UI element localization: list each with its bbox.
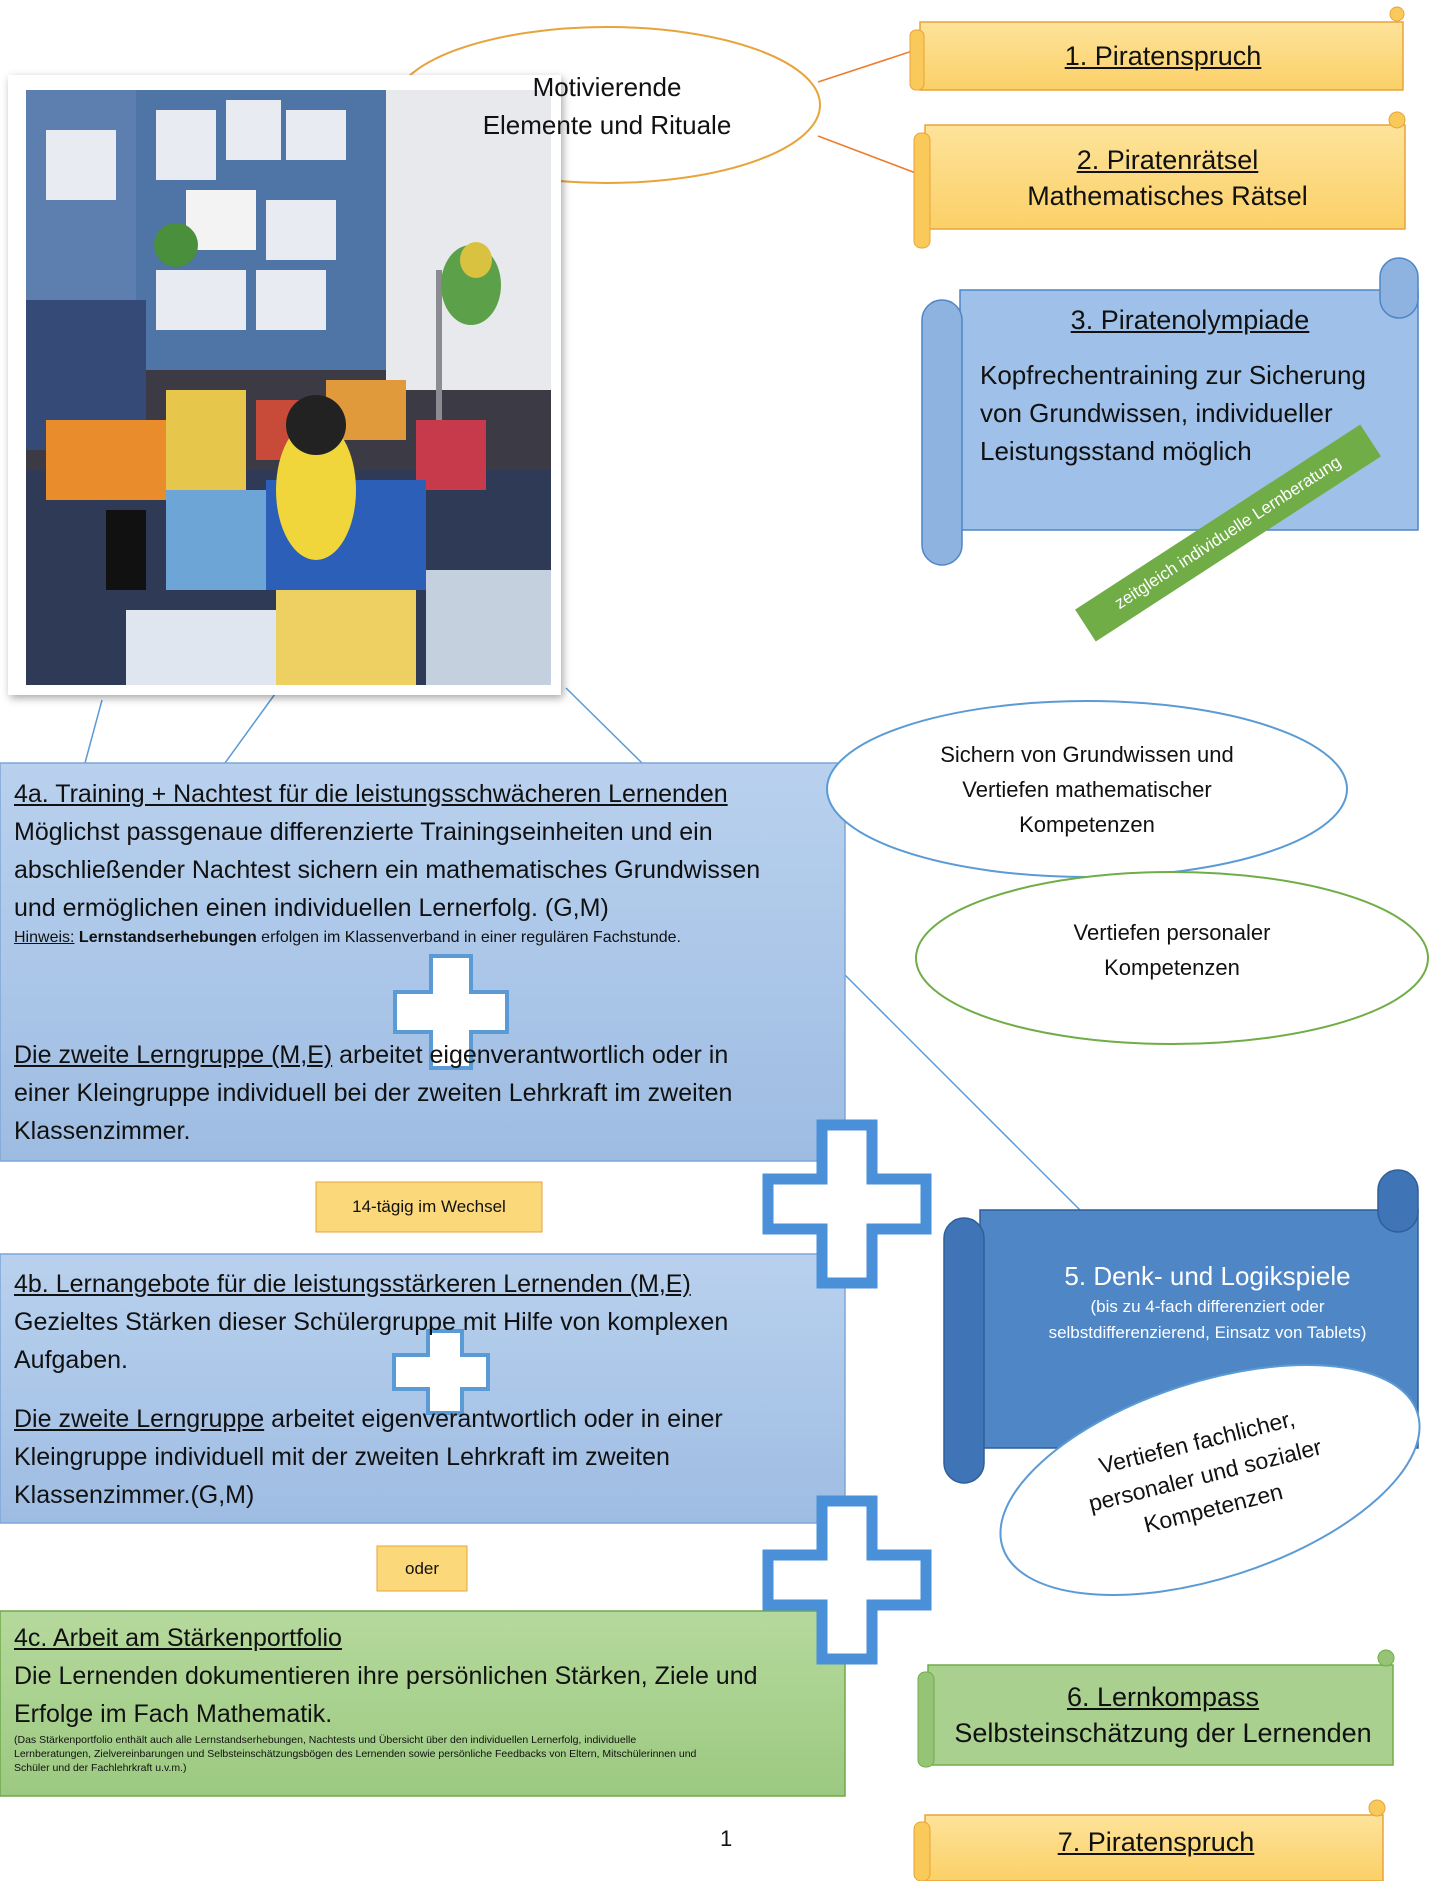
tag-wechsel-text: 14-tägig im Wechsel <box>352 1197 506 1216</box>
scroll-3-line-3: Leistungsstand möglich <box>980 436 1252 466</box>
ellipse-personal-shape <box>915 871 1429 1045</box>
ellipse-personal-line-1: Vertiefen personaler <box>1073 920 1271 945</box>
plus-shape-big-2 <box>762 1495 932 1665</box>
box-4c-line-2: Erfolge im Fach Mathematik. <box>14 1700 333 1728</box>
plus-shape-small-2 <box>392 1329 490 1415</box>
scroll-2-shape <box>913 111 1406 249</box>
scroll-5-sub-1: (bis zu 4-fach differenziert oder <box>1090 1297 1325 1316</box>
box-4a-hint: Hinweis: Lernstandserhebungen erfolgen i… <box>14 927 844 949</box>
scroll-6: 6. Lernkompass Selbsteinschätzung der Le… <box>934 1672 1392 1758</box>
box-4b-line-1: Gezieltes Stärken dieser Schülergruppe m… <box>14 1308 729 1336</box>
hint-rest: erfolgen im Klassenverband in einer regu… <box>256 929 681 946</box>
scroll-3-title: 3. Piratenolympiade <box>1070 305 1310 335</box>
scroll-1-shape <box>909 6 1405 91</box>
ellipse-personal: Vertiefen personaler Kompetenzen <box>960 910 1384 990</box>
ellipse-grundwissen-line-3: Kompetenzen <box>1019 811 1155 837</box>
box-4c-note-2: Lernberatungen, Zielvereinbarungen und S… <box>14 1748 697 1760</box>
scroll-1: 1. Piratenspruch <box>924 30 1402 82</box>
box-4a-group-line-2: einer Kleingruppe individuell bei der zw… <box>14 1079 733 1107</box>
box-4b-group-rest: arbeitet eigenverantwortlich oder in ein… <box>264 1405 723 1433</box>
scroll-7-title: 7. Piratenspruch <box>1057 1827 1255 1857</box>
tag-wechsel-shape <box>315 1181 543 1233</box>
box-4c-title: 4c. Arbeit am Stärkenportfolio <box>14 1624 342 1652</box>
box-4a-title: 4a. Training + Nachtest für die leistung… <box>14 780 728 808</box>
box-4a-group: Die zweite Lerngruppe (M,E) arbeitet eig… <box>14 1036 844 1150</box>
scroll-6-shape <box>917 1649 1395 1768</box>
scroll-1-title: 1. Piratenspruch <box>1064 41 1262 71</box>
box-4a-group-label: Die zweite Lerngruppe (M,E) <box>14 1041 333 1069</box>
ellipse-grundwissen-line-2: Vertiefen mathematischer <box>962 776 1212 802</box>
ellipse-personal-line-2: Kompetenzen <box>1104 955 1240 980</box>
classroom-photo <box>26 90 551 685</box>
tag-oder-shape <box>376 1545 468 1592</box>
box-4c: 4c. Arbeit am Stärkenportfolio Die Lerne… <box>14 1619 842 1775</box>
scroll-5-title: 5. Denk- und Logikspiele <box>1064 1261 1351 1291</box>
box-4c-note-3: Schüler und der Fachlehrkraft u.v.m.) <box>14 1762 187 1774</box>
box-4b-group-label: Die zweite Lerngruppe <box>14 1405 265 1433</box>
scroll-3-line-2: von Grundwissen, individueller <box>980 398 1333 428</box>
ellipse-grundwissen: Sichern von Grundwissen und Vertiefen ma… <box>880 731 1294 847</box>
tag-oder: oder <box>377 1546 467 1591</box>
hint-bold: Lernstandserhebungen <box>78 929 257 946</box>
box-4c-note-1: (Das Stärkenportfolio enthält auch alle … <box>14 1734 637 1746</box>
ellipse-grundwissen-line-1: Sichern von Grundwissen und <box>940 741 1234 767</box>
scroll-7: 7. Piratenspruch <box>930 1820 1382 1864</box>
page-number: 1 <box>720 1826 733 1851</box>
box-4c-shape <box>0 1610 846 1797</box>
box-4b-title: 4b. Lernangebote für die leistungsstärke… <box>14 1270 691 1298</box>
scroll-7-shape <box>913 1799 1386 1881</box>
scroll-6-title: 6. Lernkompass <box>1066 1682 1260 1712</box>
hint-label: Hinweis: <box>14 929 75 946</box>
tag-wechsel: 14-tägig im Wechsel <box>316 1182 542 1232</box>
scroll-2-subtitle: Mathematisches Rätsel <box>1027 181 1308 211</box>
box-4a-line-2: abschließender Nachtest sichern ein math… <box>14 856 761 884</box>
scroll-6-subtitle: Selbsteinschätzung der Lernenden <box>954 1718 1372 1748</box>
scroll-3: 3. Piratenolympiade Kopfrechentraining z… <box>980 302 1400 470</box>
scroll-5: 5. Denk- und Logikspiele (bis zu 4-fach … <box>1000 1258 1415 1346</box>
box-4b-group-line-2: Kleingruppe individuell mit der zweiten … <box>14 1443 670 1471</box>
motivation-line-1: Motivierende <box>532 71 682 102</box>
box-4a-shape <box>0 762 846 1162</box>
scroll-3-line-1: Kopfrechentraining zur Sicherung <box>980 360 1366 390</box>
box-4a-group-rest: arbeitet eigenverantwortlich oder in <box>332 1041 729 1069</box>
box-4b-group-line-3: Klassenzimmer.(G,M) <box>14 1481 255 1509</box>
plus-shape-big-1 <box>762 1119 932 1289</box>
ellipse-fachlich-shape <box>999 1363 1421 1597</box>
motivation-line-2: Elemente und Rituale <box>482 109 732 140</box>
box-4b-group: Die zweite Lerngruppe arbeitet eigenvera… <box>14 1400 844 1514</box>
box-4a-group-line-3: Klassenzimmer. <box>14 1117 191 1145</box>
box-4a: 4a. Training + Nachtest für die leistung… <box>14 775 844 949</box>
tag-oder-text: oder <box>404 1558 440 1578</box>
scroll-5-sub-2: selbstdifferenzierend, Einsatz von Table… <box>1048 1323 1367 1342</box>
motivation-bubble: Motivierende Elemente und Rituale <box>394 48 820 163</box>
scroll-2-title: 2. Piratenrätsel <box>1076 145 1259 175</box>
scroll-2: 2. Piratenrätsel Mathematisches Rätsel <box>930 135 1405 221</box>
box-4a-line-1: Möglichst passgenaue differenzierte Trai… <box>14 818 713 846</box>
scroll-3-shape <box>921 257 1419 566</box>
box-4b: 4b. Lernangebote für die leistungsstärke… <box>14 1265 844 1379</box>
box-4a-line-3: und ermöglichen einen individuellen Lern… <box>14 894 609 922</box>
plus-shape-small-1 <box>393 954 509 1070</box>
box-4b-line-2: Aufgaben. <box>14 1346 128 1374</box>
box-4c-line-1: Die Lernenden dokumentieren ihre persönl… <box>14 1662 758 1690</box>
